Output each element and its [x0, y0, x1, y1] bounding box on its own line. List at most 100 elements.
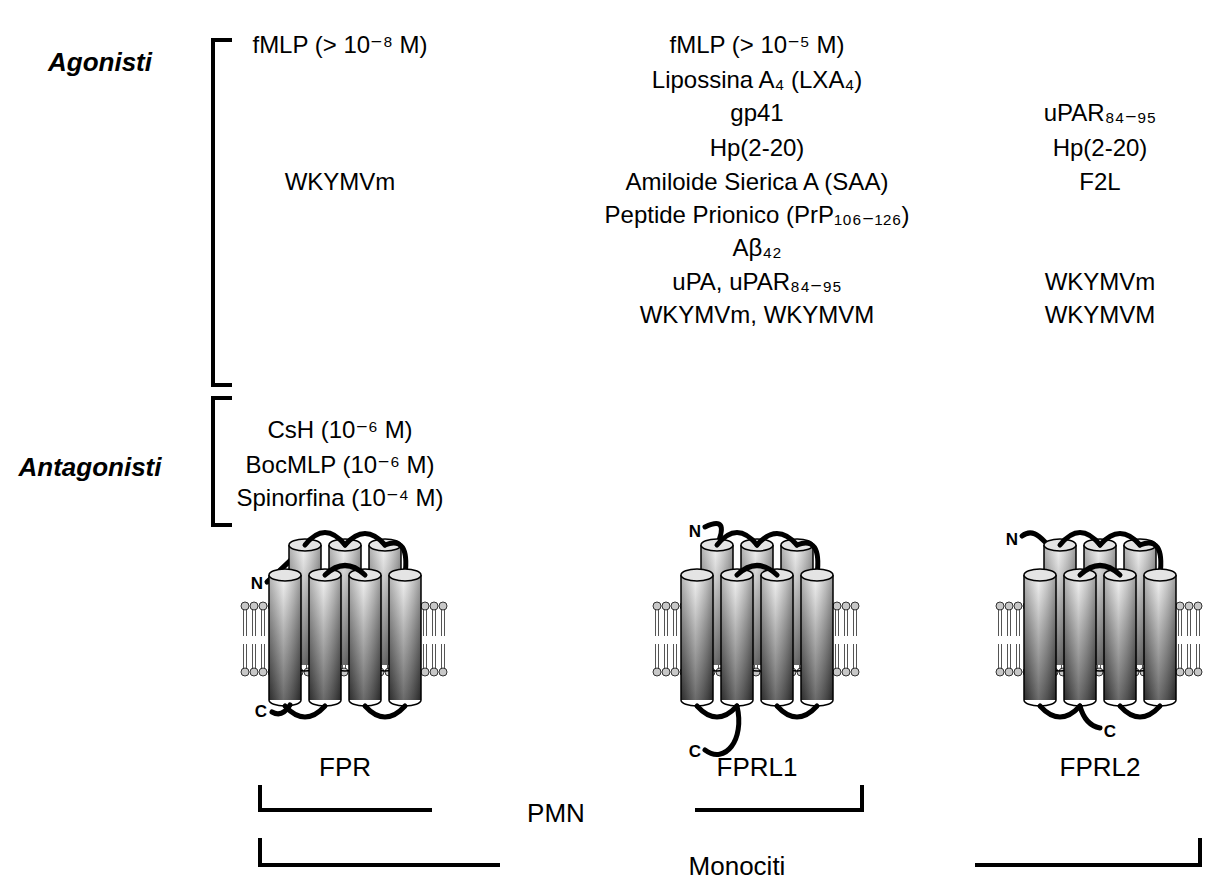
helix-outline [1104, 575, 1136, 706]
helix-cylinder [721, 569, 753, 706]
terminus-label: N [1006, 531, 1018, 550]
ligand-label: Spinorfina (10⁻⁴ M) [236, 485, 443, 511]
lipid-tail [838, 610, 839, 636]
helix-top [801, 569, 833, 581]
helix-outline [681, 575, 713, 706]
lipid-head [671, 668, 679, 676]
helix-outline [761, 575, 793, 706]
helix-cylinder [389, 569, 421, 706]
receptor-figure [996, 533, 1202, 729]
lipid-tail [1007, 610, 1008, 636]
helix-body [309, 575, 341, 700]
lipid-head [439, 668, 447, 676]
lipid-tail [1001, 644, 1002, 668]
lipid-tail [1181, 644, 1182, 668]
lipid-tail [998, 644, 999, 668]
helix-shade [269, 575, 301, 700]
helix-cylinder [1104, 569, 1136, 706]
lipid-head [662, 668, 670, 676]
lipid-head [653, 668, 661, 676]
lipid-head [1176, 602, 1184, 610]
pmn-bracket [695, 785, 862, 810]
ligand-label: uPA, uPAR₈₄₋₉₅ [672, 269, 841, 295]
lipid-tail [853, 610, 854, 636]
lipid-tail [1178, 644, 1179, 668]
loop [757, 534, 797, 546]
helix-cylinder [801, 569, 833, 706]
lipid-tail [655, 644, 656, 668]
helix-top [389, 569, 421, 581]
helix-cylinder [1064, 569, 1096, 706]
pmn-bracket [260, 785, 432, 810]
ligand-label: Hp(2-20) [1053, 135, 1148, 161]
loop [325, 566, 365, 576]
lipid-tail [1016, 610, 1017, 636]
lipid-head [851, 668, 859, 676]
terminus-label: N [689, 523, 701, 542]
helix-top [681, 569, 713, 581]
lipid-tail [435, 610, 436, 636]
lipid-tail [426, 644, 427, 668]
lipid-head [430, 602, 438, 610]
receptor-label: FPR [319, 753, 371, 782]
lipid-tail [667, 644, 668, 668]
lipid-head [1185, 602, 1193, 610]
ligand-label: Hp(2-20) [710, 135, 805, 161]
lipid-tail [853, 644, 854, 668]
helix-cylinder [761, 569, 793, 706]
helix-body [389, 575, 421, 700]
helix-outline [389, 575, 421, 706]
helix-outline [1064, 575, 1096, 706]
lipid-tail [835, 644, 836, 668]
agonist-bracket [213, 40, 232, 385]
lipid-tail [423, 644, 424, 668]
monocyte-bracket [260, 838, 500, 865]
helix-body [349, 575, 381, 700]
loop [1040, 706, 1080, 717]
group-heading: Antagonisti [19, 453, 162, 482]
lipid-head [439, 602, 447, 610]
lipid-tail [255, 610, 256, 636]
lipid-head [842, 668, 850, 676]
lipid-tail [1019, 644, 1020, 668]
lipid-tail [1010, 610, 1011, 636]
helix-cylinder [309, 569, 341, 706]
helix-outline [349, 575, 381, 706]
loop [1080, 706, 1100, 728]
loop [777, 706, 817, 717]
monocyte-bracket [975, 838, 1200, 865]
helix-shade [681, 575, 713, 700]
lipid-tail [1199, 644, 1200, 668]
lipid-tail [432, 644, 433, 668]
helix-shade [349, 575, 381, 700]
lipid-tail [856, 644, 857, 668]
lipid-tail [1016, 644, 1017, 668]
receptor-label: FPRL1 [717, 753, 798, 782]
lipid-tail [1187, 644, 1188, 668]
lipid-tail [664, 644, 665, 668]
lipid-tail [1199, 610, 1200, 636]
lipid-head [421, 602, 429, 610]
lipid-tail [676, 610, 677, 636]
ligand-label: WKYMVm [285, 169, 396, 195]
ligand-label: Amiloide Sierica A (SAA) [626, 169, 889, 195]
lipid-tail [441, 644, 442, 668]
lipid-tail [264, 644, 265, 668]
receptor-label: PMN [527, 799, 585, 828]
lipid-head [241, 602, 249, 610]
lipid-head [833, 602, 841, 610]
lipid-tail [264, 610, 265, 636]
lipid-tail [1196, 610, 1197, 636]
helix-cylinder [349, 569, 381, 706]
receptor-figure [653, 524, 859, 755]
lipid-tail [1190, 610, 1191, 636]
lipid-tail [664, 610, 665, 636]
lipid-tail [658, 610, 659, 636]
lipid-tail [1187, 610, 1188, 636]
lipid-head [250, 668, 258, 676]
loop [1100, 534, 1140, 546]
loop [365, 706, 405, 717]
loop [345, 534, 385, 546]
helix-outline [1144, 575, 1176, 706]
